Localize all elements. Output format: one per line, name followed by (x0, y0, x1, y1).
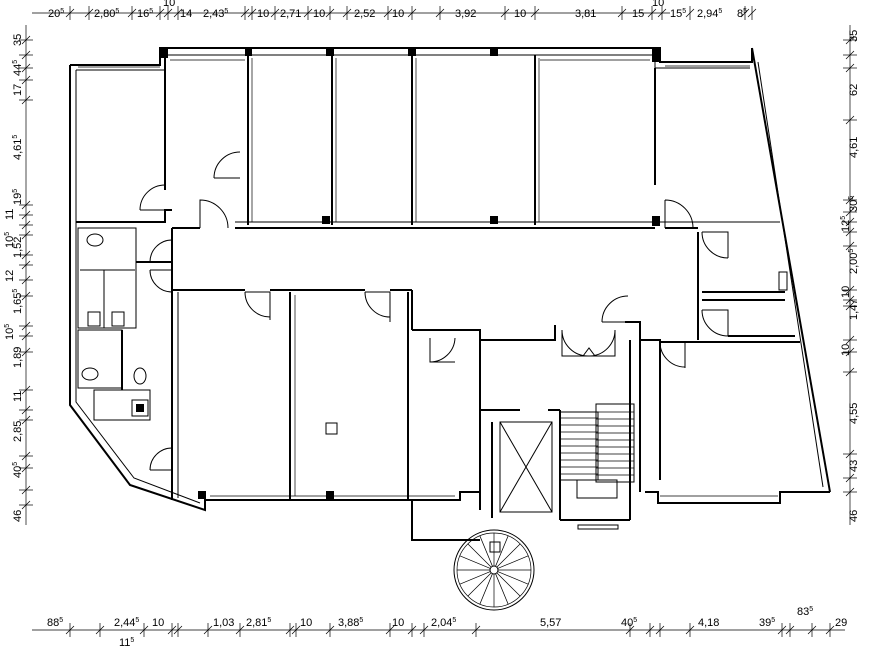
tick-mark (467, 543, 492, 568)
tick-mark (496, 543, 521, 568)
dim-left-6: 105 (4, 232, 16, 248)
right-dimension-labels: 35 62 4,61 305 125 2,005 10 1,47 10 4,55… (840, 30, 860, 522)
bottom-dimension-labels: 885 2,445 10 1,03 2,815 10 3,885 10 2,04… (47, 606, 847, 646)
dim-top-14: 15 (632, 8, 644, 20)
lower-rooms (171, 228, 800, 500)
dim-left-10: 105 (4, 324, 16, 340)
dim-right-4: 125 (840, 216, 852, 232)
dim-top-10: 10 (392, 8, 404, 20)
tick-mark (497, 555, 529, 569)
dim-right-10: 43 (848, 460, 860, 472)
dim-top-17: 2,945 (697, 8, 722, 20)
tick-mark (467, 572, 492, 597)
dim-right-9: 4,55 (848, 403, 860, 424)
dim-right-6: 10 (840, 286, 852, 298)
dim-top-15: 10 (652, 0, 664, 9)
dim-right-1: 62 (848, 84, 860, 96)
dim-top-3: 10 (163, 0, 175, 9)
dim-right-3: 305 (848, 196, 860, 212)
dim-top-13: 3,81 (575, 8, 596, 20)
dim-top-18: 85 (737, 8, 747, 20)
building-outline (69, 47, 831, 512)
spiral-stair (411, 500, 535, 611)
dim-top-11: 3,92 (455, 8, 476, 20)
dimension-lines (19, 6, 857, 637)
dim-top-2: 165 (137, 8, 153, 20)
dim-bottom-8: 2,045 (431, 617, 456, 629)
stair-lift-core (325, 321, 641, 530)
dim-bottom-7: 10 (392, 617, 404, 629)
dim-left-0: 35 (12, 34, 24, 46)
dim-bottom-0: 885 (47, 617, 63, 629)
dim-bottom-9: 5,57 (540, 617, 561, 629)
tick-mark (497, 571, 529, 585)
dim-bottom-extra: 115 (119, 637, 134, 646)
dim-left-3: 4,615 (12, 135, 24, 160)
dim-bottom-13: 835 (797, 606, 813, 618)
top-rooms (76, 48, 780, 229)
dim-top-5: 2,435 (203, 8, 228, 20)
dim-top-1: 2,805 (94, 8, 119, 20)
dim-left-13: 2,85 (12, 421, 24, 442)
dim-bottom-4: 2,815 (246, 617, 271, 629)
doors (139, 151, 729, 471)
dim-top-9: 2,52 (354, 8, 375, 20)
dim-bottom-10: 405 (621, 617, 637, 629)
dim-left-4: 195 (12, 189, 24, 205)
tick-mark (479, 535, 493, 567)
tick-mark (479, 573, 493, 605)
dim-bottom-14: 29 (835, 617, 847, 629)
toilet-block (77, 227, 172, 421)
dim-top-4: 14 (180, 8, 192, 20)
tick-mark (495, 573, 509, 605)
dim-left-11: 1,89 (12, 347, 24, 368)
dim-top-8: 10 (313, 8, 325, 20)
dim-bottom-2: 10 (152, 617, 164, 629)
dim-bottom-1: 2,445 (114, 617, 139, 629)
dim-bottom-6: 3,885 (338, 617, 363, 629)
dim-left-8: 12 (4, 270, 16, 282)
tick-mark (495, 535, 509, 567)
dim-right-0: 35 (848, 30, 860, 42)
dim-bottom-12: 395 (759, 617, 775, 629)
dim-right-8: 10 (840, 344, 852, 356)
dim-bottom-11: 4,18 (698, 617, 719, 629)
dim-top-0: 205 (48, 8, 64, 20)
dim-left-12: 11 (12, 391, 24, 402)
dim-bottom-5: 10 (300, 617, 312, 629)
dim-right-7: 1,47 (848, 299, 860, 320)
dim-right-11: 46 (848, 510, 860, 522)
dim-top-7: 2,71 (280, 8, 301, 20)
dim-right-5: 2,005 (848, 249, 860, 274)
dim-bottom-3: 1,03 (213, 617, 234, 629)
dim-left-15: 46 (12, 510, 24, 522)
dim-top-16: 155 (670, 8, 686, 20)
dim-top-12: 10 (514, 8, 526, 20)
dim-left-7: 1,52 (12, 237, 24, 258)
tick-mark (496, 572, 521, 597)
dim-left-2: 17 (12, 84, 24, 96)
dim-left-1: 445 (12, 60, 24, 76)
left-dimension-labels: 35 445 17 4,615 195 11 105 1,52 12 1,655… (4, 34, 24, 522)
tick-mark (459, 571, 491, 585)
dim-top-6: 10 (257, 8, 269, 20)
dim-right-2: 4,61 (848, 137, 860, 158)
dim-left-9: 1,655 (12, 289, 24, 314)
dim-left-5: 11 (4, 209, 16, 220)
dim-left-14: 405 (12, 462, 24, 478)
tick-mark (459, 555, 491, 569)
top-dimension-labels: 205 2,805 165 10 14 2,435 10 2,71 10 2,5… (48, 0, 747, 20)
